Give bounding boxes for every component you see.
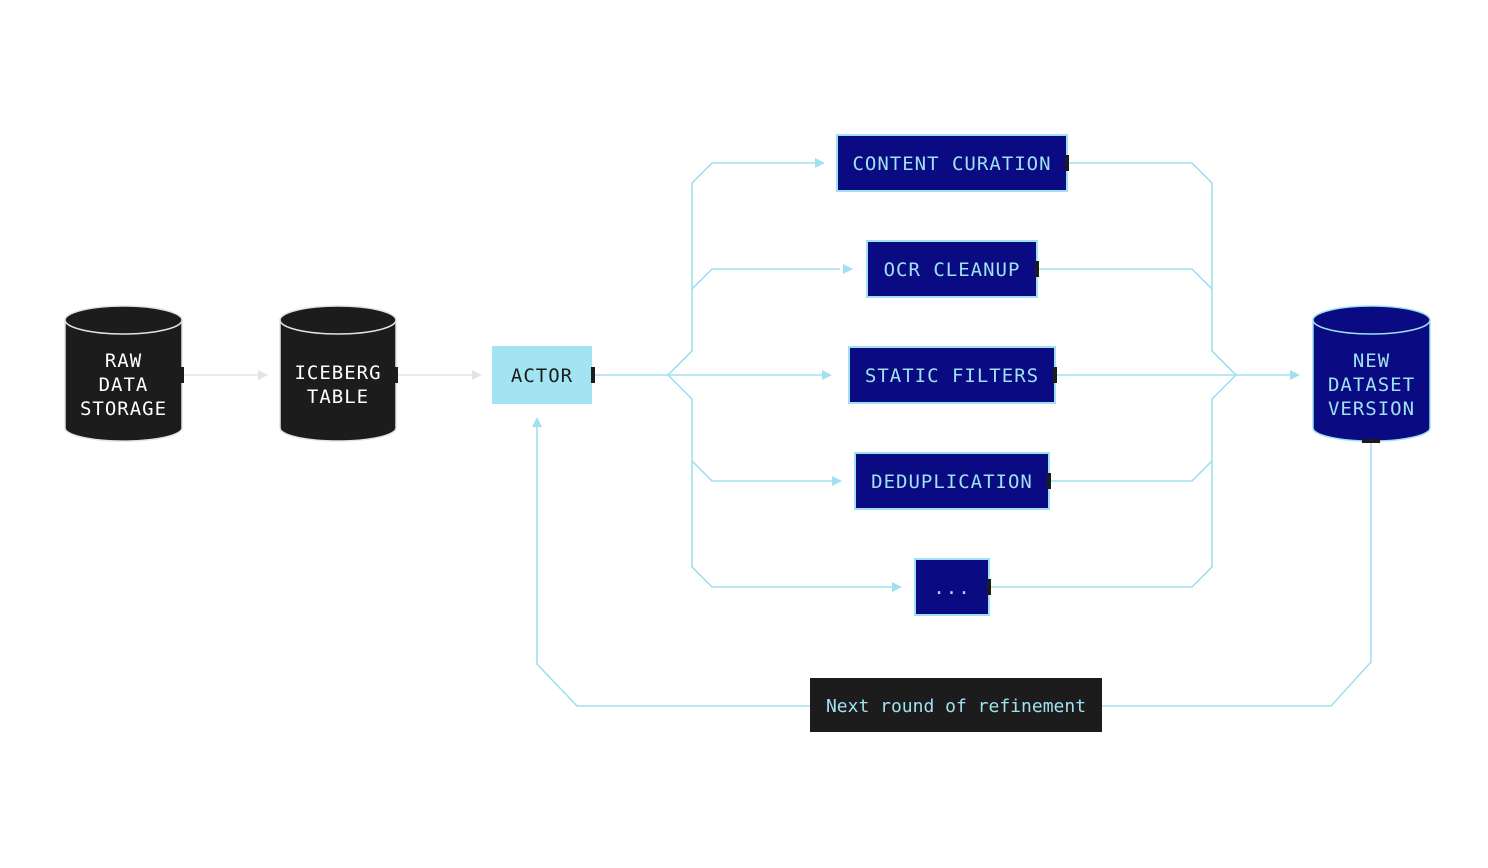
feedback-loop-connector <box>532 417 1372 707</box>
feedback-note-label: Next round of refinement <box>826 696 1086 717</box>
raw-data-storage-line-3: STORAGE <box>80 398 167 420</box>
stage-deduplication: DEDUPLICATION <box>854 452 1051 510</box>
feedback-note: Next round of refinement <box>810 678 1102 732</box>
new-dataset-version-node: NEW DATASET VERSION <box>1312 305 1431 443</box>
stage-static-filters: STATIC FILTERS <box>848 346 1057 404</box>
new-dataset-line-3: VERSION <box>1328 398 1415 420</box>
new-dataset-line-1: NEW <box>1353 350 1390 372</box>
stage-more-label: ... <box>933 577 970 599</box>
stage-content-curation: CONTENT CURATION <box>836 134 1069 192</box>
raw-data-storage-line-1: RAW <box>105 350 142 372</box>
raw-data-storage-line-2: DATA <box>99 374 149 396</box>
iceberg-table-node: ICEBERG TABLE <box>279 305 398 442</box>
actor-label: ACTOR <box>511 365 573 387</box>
stage-more: ... <box>914 558 991 616</box>
raw-data-storage-node: RAW DATA STORAGE <box>64 305 184 442</box>
iceberg-table-line-2: TABLE <box>307 386 369 408</box>
new-dataset-line-2: DATASET <box>1328 374 1415 396</box>
actor-node: ACTOR <box>492 346 595 404</box>
fan-in-connectors <box>989 162 1300 588</box>
stage-content-curation-label: CONTENT CURATION <box>852 153 1051 175</box>
stage-ocr-cleanup: OCR CLEANUP <box>866 240 1039 298</box>
stage-deduplication-label: DEDUPLICATION <box>871 471 1033 493</box>
connector-iceberg-to-actor <box>397 370 482 380</box>
stage-ocr-cleanup-label: OCR CLEANUP <box>884 259 1021 281</box>
stage-static-filters-label: STATIC FILTERS <box>865 365 1039 387</box>
fan-out-connectors <box>593 158 902 592</box>
connector-raw-to-iceberg <box>183 370 268 380</box>
iceberg-table-line-1: ICEBERG <box>294 362 381 384</box>
